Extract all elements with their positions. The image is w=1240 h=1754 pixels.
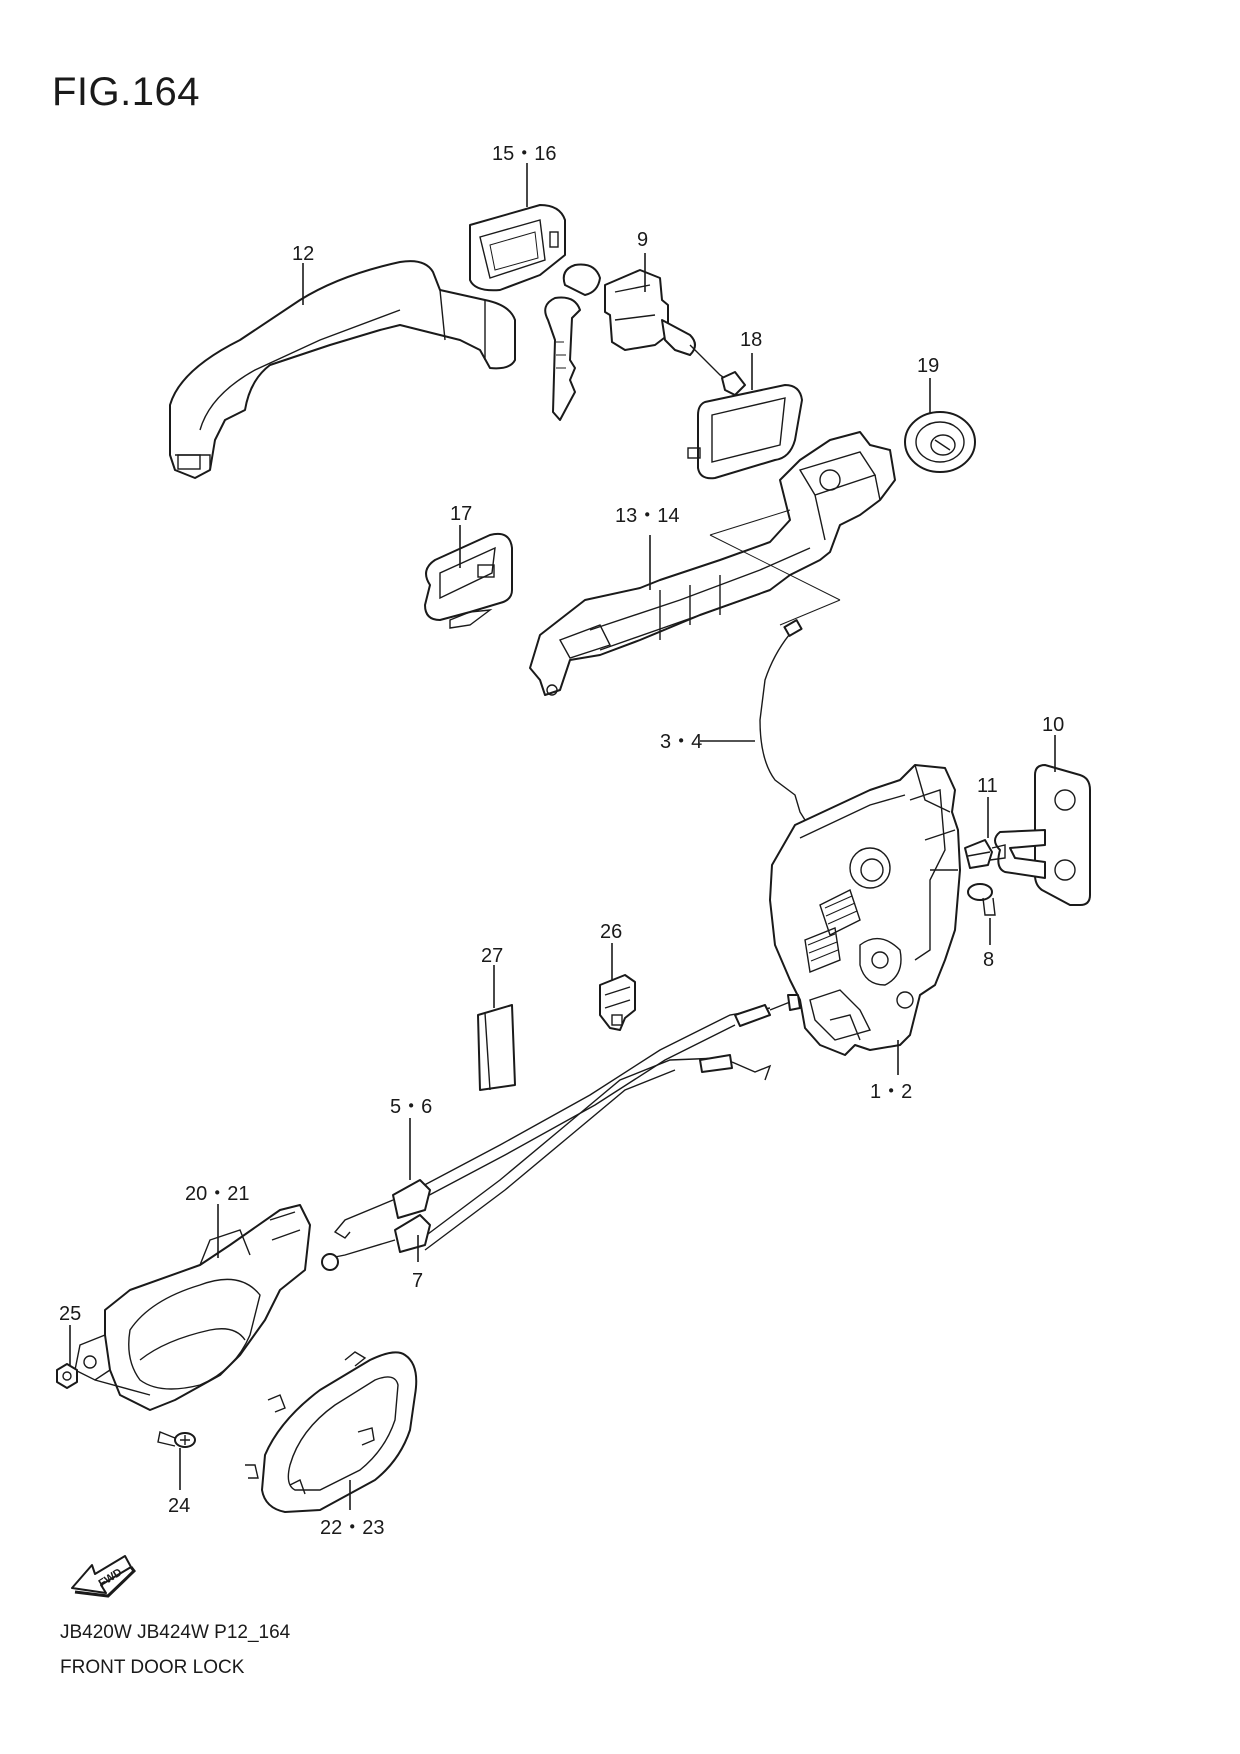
callout-15-16: 15・16 bbox=[492, 143, 557, 165]
fwd-arrow-icon: FWD bbox=[71, 1555, 136, 1598]
part-grommet[interactable] bbox=[904, 411, 976, 473]
callout-5-6: 5・6 bbox=[390, 1096, 432, 1118]
part-striker[interactable] bbox=[994, 764, 1091, 906]
callout-1-2: 1・2 bbox=[870, 1081, 912, 1103]
callout-20-21: 20・21 bbox=[185, 1183, 250, 1205]
part-door-lock-assembly[interactable] bbox=[769, 764, 961, 1056]
callout-8: 8 bbox=[983, 949, 994, 971]
callout-18: 18 bbox=[740, 329, 762, 351]
part-handle-gasket[interactable] bbox=[687, 384, 803, 480]
callout-11: 11 bbox=[977, 775, 998, 797]
part-screw-11[interactable] bbox=[964, 839, 1006, 869]
part-outer-door-handle[interactable] bbox=[169, 260, 516, 479]
callout-27: 27 bbox=[481, 945, 503, 967]
part-nut-25[interactable] bbox=[56, 1363, 78, 1389]
callout-19: 19 bbox=[917, 355, 939, 377]
figure-caption: FRONT DOOR LOCK bbox=[60, 1657, 245, 1678]
part-handle-cap[interactable] bbox=[469, 204, 566, 292]
part-key-cylinder[interactable] bbox=[544, 263, 746, 421]
callout-25: 25 bbox=[59, 1303, 81, 1325]
part-clip-26[interactable] bbox=[599, 974, 636, 1031]
model-code: JB420W JB424W P12_164 bbox=[60, 1622, 291, 1643]
callout-10: 10 bbox=[1042, 714, 1064, 736]
callout-7: 7 bbox=[412, 1270, 423, 1292]
part-handle-escutcheon[interactable] bbox=[245, 1351, 418, 1513]
callout-17: 17 bbox=[450, 503, 472, 525]
part-cables[interactable] bbox=[321, 994, 801, 1271]
part-pad-27[interactable] bbox=[477, 1004, 516, 1091]
callout-26: 26 bbox=[600, 921, 622, 943]
callout-12: 12 bbox=[292, 243, 314, 265]
callout-13-14: 13・14 bbox=[615, 505, 680, 527]
part-handle-frame[interactable] bbox=[529, 431, 896, 696]
callout-3-4: 3・4 bbox=[660, 731, 702, 753]
part-trim-pad[interactable] bbox=[424, 532, 513, 629]
callout-24: 24 bbox=[168, 1495, 190, 1517]
callout-9: 9 bbox=[637, 229, 648, 251]
part-screw-24[interactable] bbox=[157, 1431, 196, 1448]
part-lock-rod[interactable] bbox=[759, 619, 806, 821]
part-inner-door-handle[interactable] bbox=[74, 1204, 311, 1411]
figure-title: FIG.164 bbox=[52, 70, 201, 114]
part-pin-8[interactable] bbox=[967, 883, 996, 916]
callout-22-23: 22・23 bbox=[320, 1517, 385, 1539]
